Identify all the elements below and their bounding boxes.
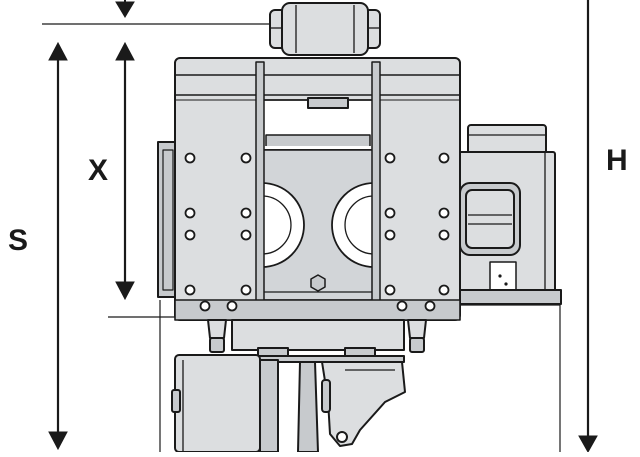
h-arrow-bottom (578, 435, 598, 454)
left-rib (255, 61, 265, 318)
main-frame (174, 57, 461, 321)
damper-feet (207, 319, 427, 353)
clamp-pivot (336, 431, 348, 443)
clamp-cylinder (171, 354, 279, 453)
dimension-label-x: X (88, 154, 108, 187)
side-motor-unit (454, 124, 562, 305)
centre-hex-bolt (310, 274, 326, 292)
s-arrow-top (48, 41, 68, 61)
x-arrow-top (115, 41, 135, 61)
dimension-label-h: H (606, 144, 628, 177)
dimension-label-s: S (8, 224, 28, 257)
suspension-lug (269, 2, 381, 56)
right-rib (371, 61, 381, 318)
frame-bolts (184, 152, 450, 312)
machine-body (157, 2, 562, 453)
s-arrow-bottom (48, 431, 68, 451)
lower-connection-plate (231, 319, 405, 363)
right-eccentric-opening (331, 182, 375, 268)
x-arrow-bottom (115, 281, 135, 301)
top-arrow-head (115, 1, 135, 18)
dimension-lines (42, 0, 598, 454)
clamp-jaw (297, 361, 406, 453)
left-eccentric-opening (261, 182, 305, 268)
